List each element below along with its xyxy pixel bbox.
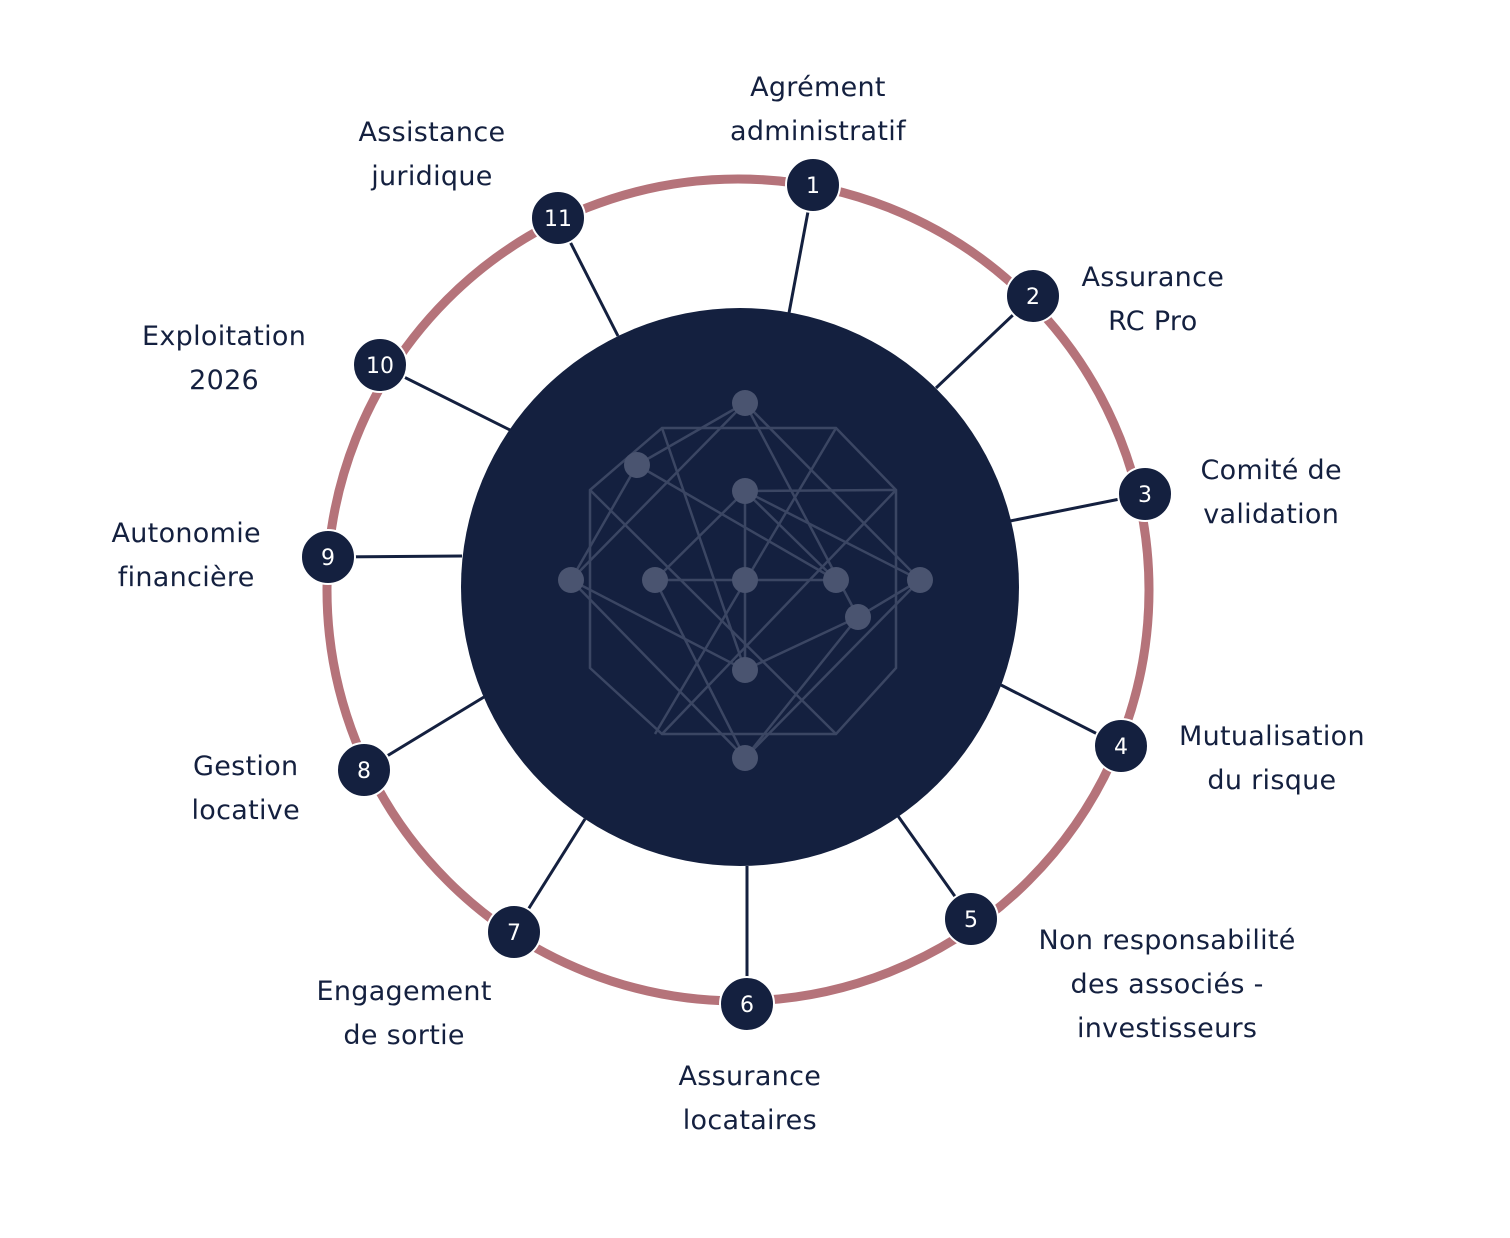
- step-label-line: Assurance: [678, 1061, 822, 1092]
- step-number-7: 7: [507, 921, 521, 946]
- network-node: [642, 567, 668, 593]
- step-label-8: Gestion locative: [192, 745, 301, 833]
- network-line: [569, 464, 639, 581]
- step-label-line: RC Pro: [1108, 306, 1198, 337]
- step-label-line: locative: [191, 795, 300, 826]
- network-line: [744, 616, 859, 759]
- network-line: [589, 489, 837, 735]
- network-node: [732, 390, 758, 416]
- step-marker-8: [336, 742, 392, 798]
- step-label-4: Mutualisation du risque: [1179, 715, 1365, 803]
- step-label-line: administratif: [730, 116, 906, 147]
- step-marker-7: [486, 904, 542, 960]
- network-line: [653, 579, 747, 759]
- step-number-11: 11: [544, 207, 572, 232]
- network-line: [636, 463, 837, 582]
- step-label-line: Gestion: [193, 751, 299, 782]
- network-node: [845, 604, 871, 630]
- step-label-line: validation: [1203, 499, 1340, 530]
- step-label-line: investisseurs: [1076, 1013, 1258, 1044]
- step-label-line: du risque: [1207, 765, 1337, 796]
- step-label-1: Agrément administratif: [730, 66, 906, 154]
- step-marker-3: [1117, 466, 1173, 522]
- network-line: [744, 579, 921, 759]
- step-label-11: Assistance juridique: [359, 111, 506, 199]
- step-marker-10: [352, 337, 408, 393]
- step-number-8: 8: [357, 759, 371, 784]
- network-line: [570, 579, 746, 759]
- step-label-7: Engagement de sortie: [317, 970, 492, 1058]
- step-label-line: Agrément: [750, 72, 886, 103]
- step-label-line: Exploitation: [142, 321, 307, 352]
- step-label-line: des associés -: [1070, 969, 1264, 1000]
- step-number-6: 6: [740, 993, 754, 1018]
- step-label-5: Non responsabilité des associés - investis…: [1039, 919, 1296, 1051]
- network-node: [624, 452, 650, 478]
- step-label-line: financière: [117, 562, 255, 593]
- network-line: [661, 489, 897, 735]
- step-marker-11: [530, 190, 586, 246]
- network-node: [558, 567, 584, 593]
- step-label-line: Assistance: [358, 117, 506, 148]
- step-label-line: locataires: [682, 1105, 817, 1136]
- network-line: [570, 578, 746, 672]
- step-marker-4: [1093, 718, 1149, 774]
- step-label-line: Assurance: [1081, 262, 1225, 293]
- network-node: [732, 478, 758, 504]
- network-node: [907, 567, 933, 593]
- step-label-10: Exploitation 2026: [142, 315, 306, 403]
- step-marker-5: [943, 891, 999, 947]
- step-number-1: 1: [806, 174, 820, 199]
- step-label-line: Mutualisation: [1179, 721, 1365, 752]
- network-line: [744, 490, 837, 581]
- step-label-line: 2026: [189, 365, 260, 396]
- step-label-9: Autonomie financière: [112, 512, 261, 600]
- network-node: [823, 567, 849, 593]
- step-label-3: Comité de validation: [1201, 449, 1342, 537]
- step-label-2: Assurance RC Pro: [1082, 256, 1225, 344]
- network-line: [636, 401, 746, 467]
- network-node: [732, 745, 758, 771]
- step-label-line: Non responsabilité: [1038, 925, 1296, 956]
- step-marker-9: [300, 529, 356, 585]
- step-number-4: 4: [1114, 735, 1128, 760]
- step-number-3: 3: [1138, 483, 1152, 508]
- step-label-6: Assurance locataires: [679, 1055, 822, 1143]
- step-marker-6: [719, 976, 775, 1032]
- network-node: [732, 657, 758, 683]
- step-label-line: juridique: [371, 161, 493, 192]
- step-marker-2: [1005, 268, 1061, 324]
- network-node: [732, 567, 758, 593]
- step-number-2: 2: [1026, 285, 1040, 310]
- step-label-line: de sortie: [343, 1020, 465, 1051]
- step-number-5: 5: [964, 908, 978, 933]
- step-number-9: 9: [321, 546, 335, 571]
- step-marker-1: [785, 157, 841, 213]
- step-number-10: 10: [366, 354, 394, 379]
- network-line: [744, 488, 897, 493]
- step-label-line: Comité de: [1200, 455, 1342, 486]
- network-line: [744, 489, 921, 582]
- step-label-line: Engagement: [316, 976, 492, 1007]
- step-label-line: Autonomie: [111, 518, 261, 549]
- network-line: [570, 402, 746, 581]
